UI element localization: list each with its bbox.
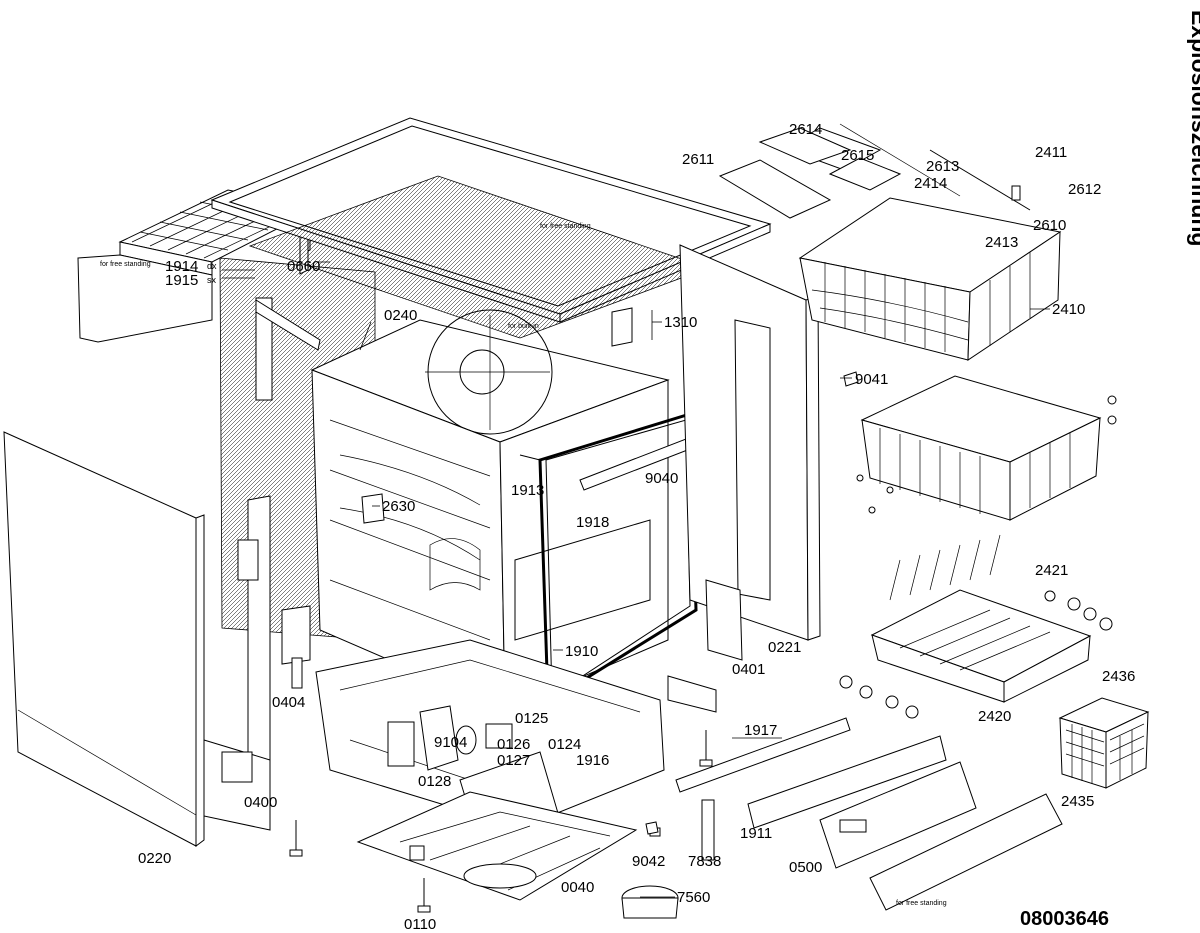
part-label-9104: 9104 [434,734,467,751]
part-label-2414: 2414 [914,175,947,192]
part-label-0400: 0400 [244,794,277,811]
worktop-drawing: for free standing for built-in [210,117,772,339]
part-labels: 2614 2615 2613 2411 2611 2414 2612 2610 … [138,121,1135,933]
part-label-1914: 1914 [165,258,198,275]
plinth-drawing: for free standing [675,717,1063,911]
part-label-7560: 7560 [677,889,710,906]
part-label-2614: 2614 [789,121,822,138]
part-label-0500: 0500 [789,859,822,876]
diagram-title: Explosionszeichnung [1187,10,1200,246]
part-label-0126: 0126 [497,736,530,753]
part-label-0128: 0128 [418,773,451,790]
part-label-9041: 9041 [855,371,888,388]
part-label-9042: 9042 [632,853,665,870]
part-label-0404: 0404 [272,694,305,711]
part-label-0660: 0660 [287,258,320,275]
part-label-2612: 2612 [1068,181,1101,198]
part-label-1310: 1310 [664,314,697,331]
part-label-1911: 1911 [740,825,772,842]
part-label-1916: 1916 [576,752,609,769]
part-label-1918: 1918 [576,514,609,531]
part-label-0124: 0124 [548,736,581,753]
part-label-1913: 1913 [511,482,544,499]
note-built-in: for built-in [508,323,539,330]
right-panel-drawing [679,244,821,661]
tub-drawing [310,309,670,711]
part-label-2413: 2413 [985,234,1018,251]
part-label-0220: 0220 [138,850,171,867]
part-label-2421: 2421 [1035,562,1068,579]
part-label-1917: 1917 [744,722,777,739]
small-parts-drawing [289,307,859,919]
lower-basket-drawing [839,534,1113,719]
side-panel-drawing [3,431,205,847]
part-label-0125: 0125 [515,710,548,727]
part-label-0401: 0401 [732,661,765,678]
part-label-7838: 7838 [688,853,721,870]
part-label-9040: 9040 [645,470,678,487]
part-label-0240: 0240 [384,307,417,324]
part-label-1915: 1915 [165,272,198,289]
leader-lines [222,261,1050,898]
upper-basket-drawing [718,123,1062,361]
part-label-0127: 0127 [497,752,530,769]
part-label-2615: 2615 [841,147,874,164]
part-label-0040: 0040 [561,879,594,896]
part-label-2611: 2611 [682,151,714,168]
part-label-0221: 0221 [768,639,801,656]
part-label-2435: 2435 [1061,793,1094,810]
part-label-1910: 1910 [565,643,598,660]
part-label-2613: 2613 [926,158,959,175]
note-dx: dx [207,261,217,271]
part-label-2410: 2410 [1052,301,1085,318]
left-hinge-drawing [203,297,321,831]
part-label-2411: 2411 [1035,144,1067,161]
part-label-2610: 2610 [1033,217,1066,234]
part-label-2630: 2630 [382,498,415,515]
part-label-2436: 2436 [1102,668,1135,685]
note-free-standing-top: for free standing [100,261,151,268]
document-number: 08003646 [1020,908,1109,930]
part-label-0110: 0110 [404,916,436,933]
cutlery-basket-drawing [1058,697,1150,789]
note-sx: sx [207,275,217,285]
note-free-standing-plinth: for free standing [896,900,947,907]
middle-rack-drawing [856,375,1117,521]
part-label-2420: 2420 [978,708,1011,725]
base-pan-drawing [356,791,638,901]
